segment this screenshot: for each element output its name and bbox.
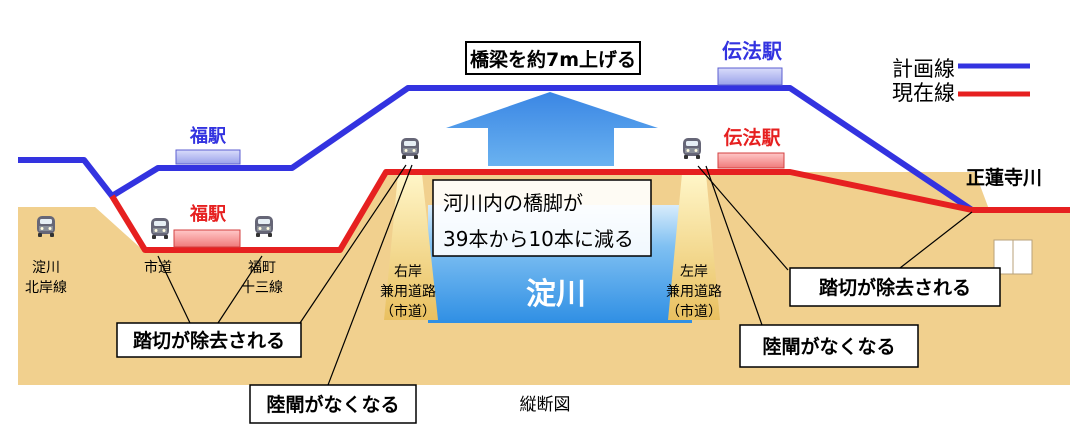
right-bank-road-label-2: 兼用道路 bbox=[380, 284, 436, 300]
crossing-callout-left-box bbox=[116, 322, 302, 358]
right-bank-road-label-3: （市道） bbox=[380, 303, 436, 320]
rikukan-callout-left-text: 陸閘がなくなる bbox=[266, 393, 399, 416]
fukumachi-road-label-2: 十三線 bbox=[241, 280, 283, 296]
shido-road-label: 市道 bbox=[144, 259, 172, 276]
legend-plan-label: 計画線 bbox=[892, 57, 955, 81]
shorenji-river-label: 正蓮寺川 bbox=[966, 167, 1042, 189]
car-icon bbox=[683, 138, 701, 159]
right-bank-embankment bbox=[384, 174, 438, 320]
yodo-kita-road-label-2: 北岸線 bbox=[25, 280, 67, 296]
current-line bbox=[109, 169, 1070, 253]
pier-info-line2: 39本から10本に減る bbox=[443, 227, 634, 251]
legend-current-label: 現在線 bbox=[892, 81, 955, 105]
car-icon bbox=[401, 138, 419, 159]
left-bank-road-label-2: 兼用道路 bbox=[666, 284, 722, 300]
title-text: 橋梁を約7m上げる bbox=[470, 48, 636, 71]
fuku-station-planned-platform bbox=[175, 149, 241, 165]
right-bank-road-label-1: 右岸 bbox=[394, 264, 422, 280]
rikukan-callout-right-box bbox=[739, 324, 919, 368]
crossing-callout-right-box bbox=[789, 267, 1001, 307]
planned-line bbox=[18, 85, 974, 213]
denpo-station-planned-platform bbox=[717, 67, 783, 86]
crossing-callout-right-text: 踏切が除去される bbox=[819, 276, 971, 299]
left-bank-road-label-1: 左岸 bbox=[680, 264, 708, 280]
fuku-station-current-label: 福駅 bbox=[189, 203, 227, 225]
pier-info-box bbox=[432, 179, 652, 257]
yodogawa-label: 淀川 bbox=[526, 277, 586, 312]
fuku-station-planned-label: 福駅 bbox=[189, 125, 227, 147]
raise-arrow bbox=[446, 92, 658, 166]
title-box bbox=[465, 41, 641, 75]
denpo-station-current-platform bbox=[717, 152, 785, 169]
pier-info-line1: 河川内の橋脚が bbox=[443, 191, 583, 215]
rikukan-callout-right-text: 陸閘がなくなる bbox=[762, 335, 895, 358]
left-bank-road-label-3: （市道） bbox=[666, 303, 722, 320]
rikukan-callout-left-box bbox=[249, 384, 417, 424]
car-icon bbox=[151, 218, 169, 239]
crossing-callout-left-text: 踏切が除去される bbox=[133, 329, 285, 352]
car-icon bbox=[255, 216, 273, 237]
caption: 縦断図 bbox=[520, 395, 571, 415]
left-bank-embankment bbox=[668, 174, 720, 320]
fukumachi-road-label-1: 福町 bbox=[248, 260, 276, 276]
yodo-kita-road-label-1: 淀川 bbox=[32, 260, 60, 276]
car-icon bbox=[37, 216, 55, 237]
fuku-station-current-platform bbox=[173, 229, 241, 248]
denpo-station-planned-label: 伝法駅 bbox=[722, 39, 782, 63]
pointer-lines bbox=[157, 164, 973, 386]
denpo-station-current-label: 伝法駅 bbox=[723, 126, 781, 149]
